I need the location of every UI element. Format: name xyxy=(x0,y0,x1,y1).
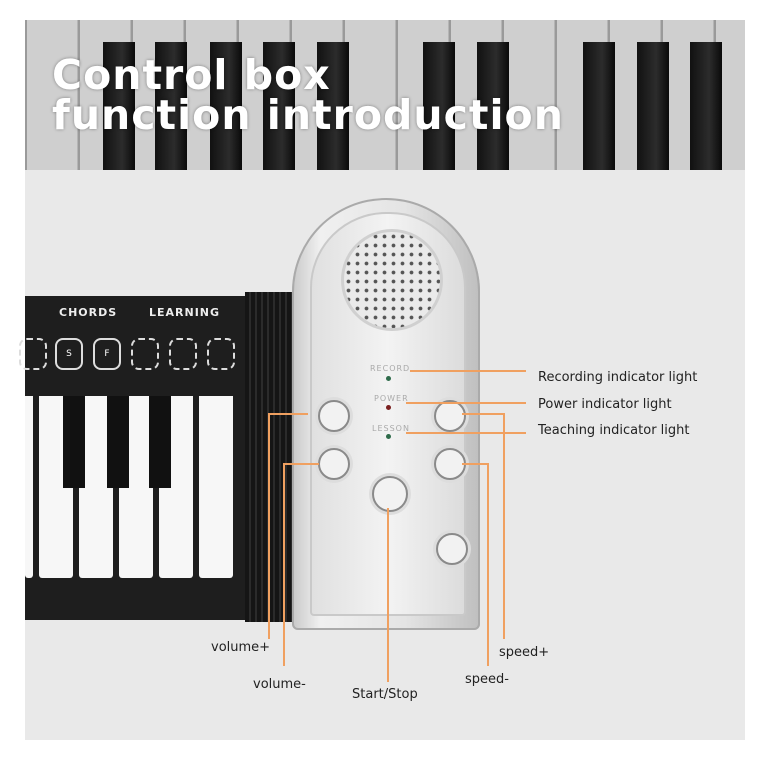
power-light-callout: Power indicator light xyxy=(538,397,672,412)
start-stop-callout: Start/Stop xyxy=(352,687,418,702)
speed-minus-callout: speed- xyxy=(465,672,509,687)
lesson-led-label: LESSON xyxy=(372,424,410,433)
speaker-grille xyxy=(344,232,440,328)
volume-plus-callout: volume+ xyxy=(211,640,271,655)
chords-label: CHORDS xyxy=(59,306,118,319)
piano-keys-banner xyxy=(25,20,745,170)
speed-plus-callout: speed+ xyxy=(499,645,550,660)
mat-fold xyxy=(245,292,300,622)
title-line-2: function introduction xyxy=(52,91,564,139)
power-led xyxy=(386,405,391,410)
learning-label: LEARNING xyxy=(149,306,221,319)
mat-button xyxy=(169,338,197,370)
mat-button xyxy=(131,338,159,370)
recording-light-callout: Recording indicator light xyxy=(538,370,698,385)
lesson-led xyxy=(386,434,391,439)
power-led-label: POWER xyxy=(374,394,409,403)
speed-up-button[interactable] xyxy=(434,400,466,432)
mat-button-s: S xyxy=(55,338,83,370)
start-stop-button[interactable] xyxy=(372,476,408,512)
volume-minus-callout: volume- xyxy=(253,677,306,692)
mat-button xyxy=(19,338,47,370)
record-led xyxy=(386,376,391,381)
page-title: Control box function introduction xyxy=(52,51,564,139)
speed-down-button[interactable] xyxy=(434,448,466,480)
record-led-label: RECORD xyxy=(370,364,411,373)
extra-button[interactable] xyxy=(436,533,468,565)
volume-down-button[interactable] xyxy=(318,448,350,480)
mat-button xyxy=(207,338,235,370)
title-line-1: Control box xyxy=(52,51,331,99)
teaching-light-callout: Teaching indicator light xyxy=(538,423,690,438)
mat-button-f: F xyxy=(93,338,121,370)
volume-up-button[interactable] xyxy=(318,400,350,432)
